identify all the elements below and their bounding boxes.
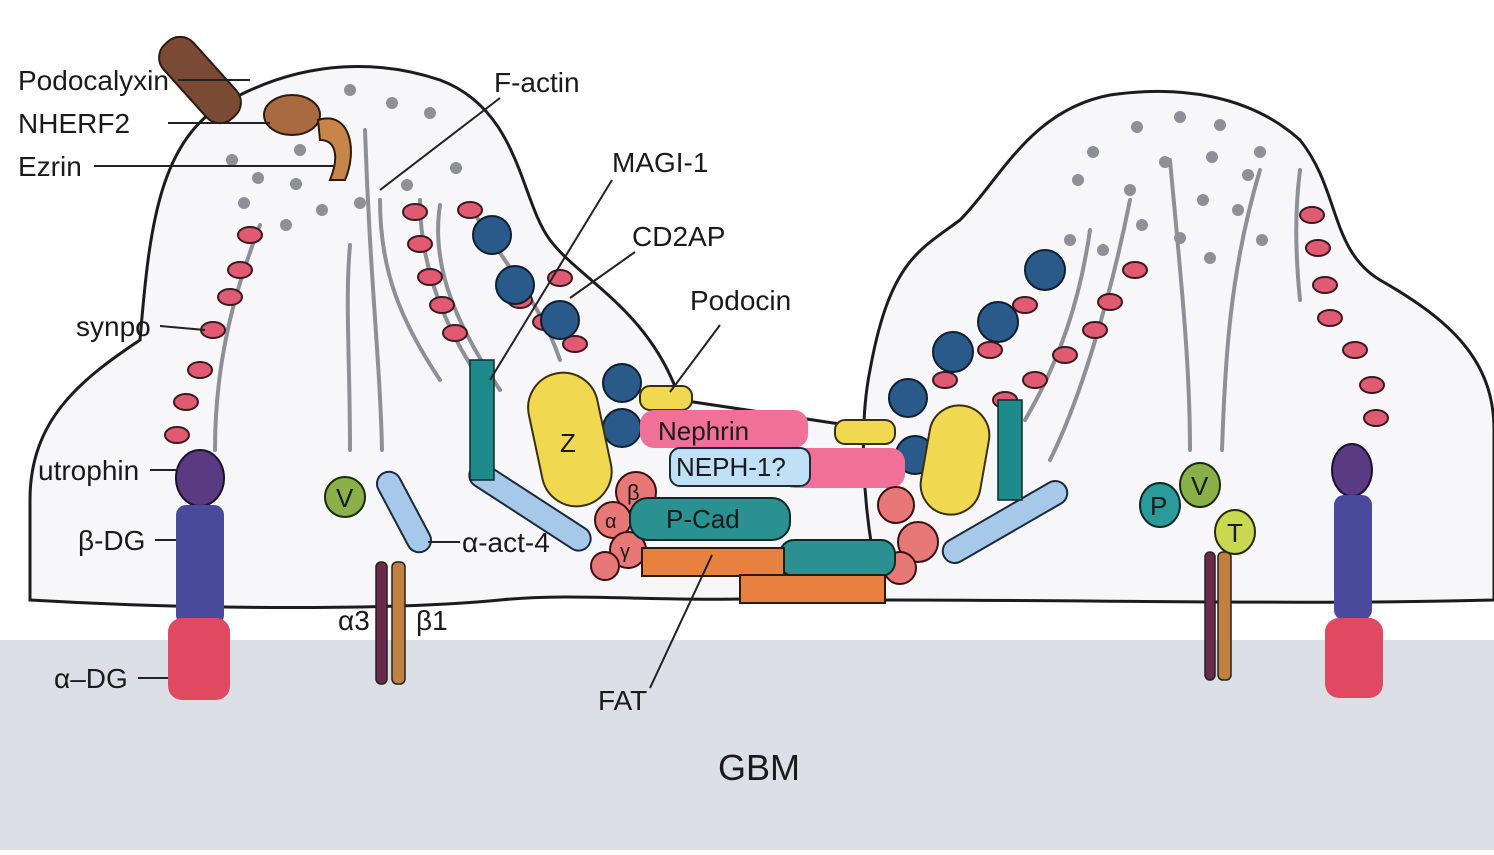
label-podocalyxin: Podocalyxin bbox=[18, 65, 169, 96]
label-beta-dg: β-DG bbox=[78, 525, 145, 556]
label-alpha-catenin: α bbox=[605, 511, 617, 533]
label-beta1: β1 bbox=[416, 605, 448, 636]
label-synpo: synpo bbox=[76, 311, 151, 342]
integrin-alpha3-right bbox=[1205, 552, 1215, 680]
label-gamma-catenin: γ bbox=[620, 541, 630, 563]
label-t: T bbox=[1227, 518, 1243, 548]
alpha-dg-shape-right bbox=[1325, 618, 1383, 698]
label-podocin: Podocin bbox=[690, 285, 791, 316]
utrophin-shape-right bbox=[1332, 444, 1372, 496]
label-magi1: MAGI-1 bbox=[612, 147, 708, 178]
label-alpha-act4: α-act-4 bbox=[462, 527, 550, 558]
integrin-alpha3-left bbox=[376, 562, 387, 684]
fat-bar-lower bbox=[740, 575, 885, 603]
label-gbm: GBM bbox=[718, 747, 800, 788]
integrin-beta1-left bbox=[392, 562, 405, 684]
label-utrophin: utrophin bbox=[38, 455, 139, 486]
label-pcad: P-Cad bbox=[666, 504, 740, 534]
alpha-dg-shape-left bbox=[168, 618, 230, 700]
magi-bar-right bbox=[998, 400, 1022, 500]
label-fat: FAT bbox=[598, 685, 647, 716]
label-neph1: NEPH-1? bbox=[676, 452, 786, 482]
integrin-beta1-right bbox=[1218, 552, 1231, 680]
label-nherf2: NHERF2 bbox=[18, 108, 130, 139]
label-p: P bbox=[1150, 491, 1167, 521]
label-alpha-dg: α–DG bbox=[54, 663, 128, 694]
fat-bar-upper bbox=[642, 548, 784, 576]
catenin-bead-right-1 bbox=[878, 487, 914, 523]
nherf2-shape bbox=[264, 95, 320, 135]
label-beta-catenin: β bbox=[627, 480, 640, 505]
utrophin-shape-left bbox=[176, 450, 224, 506]
beta-dg-shape-left bbox=[176, 505, 224, 625]
label-cd2ap: CD2AP bbox=[632, 221, 725, 252]
podocin-shape-left bbox=[640, 386, 692, 410]
label-v-right: V bbox=[1191, 471, 1209, 501]
label-alpha3: α3 bbox=[338, 605, 370, 636]
catenin-bead bbox=[591, 552, 619, 580]
pcad-bar-right bbox=[780, 540, 895, 576]
label-nephrin: Nephrin bbox=[658, 416, 749, 446]
label-v-left: V bbox=[336, 483, 354, 513]
beta-dg-shape-right bbox=[1334, 495, 1372, 620]
label-f-actin: F-actin bbox=[494, 67, 580, 98]
label-z: Z bbox=[560, 428, 576, 458]
podocin-shape-right bbox=[835, 420, 895, 444]
label-ezrin: Ezrin bbox=[18, 151, 82, 182]
